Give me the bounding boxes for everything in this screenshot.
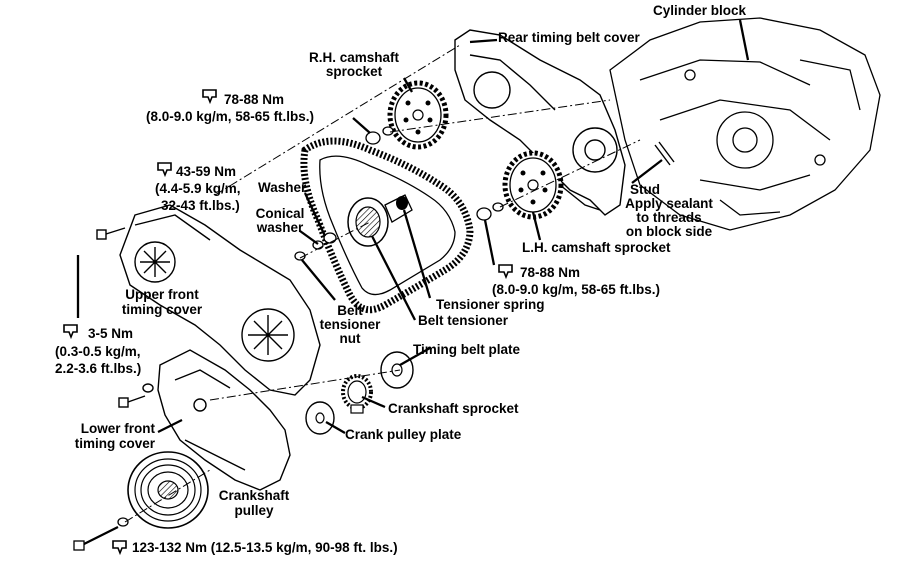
sealant-note-2: to threads <box>636 210 702 225</box>
cover-bolts <box>96 227 154 408</box>
lh-camshaft-sprocket-label: L.H. camshaft sprocket <box>522 240 671 255</box>
washer-label: Washer <box>258 180 307 195</box>
torque-cover-bolt-spec-1: (0.3-0.5 kg/m, <box>55 344 141 359</box>
torque-rh-cam-spec: (8.0-9.0 kg/m, 58-65 ft.lbs.) <box>146 109 315 124</box>
belt-tensioner-nut-label-1: Belt <box>337 303 363 318</box>
crank-pulley-plate <box>305 401 335 435</box>
crankshaft-pulley <box>73 451 209 551</box>
upper-front-cover-label-1: Upper front <box>125 287 199 302</box>
belt-tensioner-label: Belt tensioner <box>418 313 509 328</box>
torque-lh-cam-label: 78-88 Nm <box>520 265 581 280</box>
crankshaft-sprocket-label: Crankshaft sprocket <box>388 401 519 416</box>
lower-front-cover-label-2: timing cover <box>74 436 155 451</box>
upper-front-timing-cover <box>119 204 321 396</box>
conical-washer-label-1: Conical <box>255 206 305 221</box>
alignment-lines <box>124 44 641 523</box>
lower-front-timing-cover <box>157 349 291 491</box>
timing-belt-plate-label: Timing belt plate <box>413 342 521 357</box>
belt-tensioner-nut-label-2: tensioner <box>319 317 381 332</box>
sealant-note-3: on block side <box>625 224 713 239</box>
crankshaft-pulley-label-1: Crankshaft <box>218 488 290 503</box>
conical-washer-label-2: washer <box>256 220 304 235</box>
leader-lines <box>76 19 750 434</box>
rh-camshaft-sprocket-label-1: R.H. camshaft <box>308 50 400 65</box>
rh-camshaft-sprocket <box>365 80 449 150</box>
torque-rh-cam-label: 78-88 Nm <box>224 92 285 107</box>
torque-lh-cam-spec: (8.0-9.0 kg/m, 58-65 ft.lbs.) <box>492 282 661 297</box>
tensioner-spring-label: Tensioner spring <box>436 297 545 312</box>
crankshaft-sprocket <box>341 374 373 414</box>
torque-cover-bolt-label: 3-5 Nm <box>88 326 134 341</box>
rear-timing-belt-cover <box>454 29 626 216</box>
torque-tensioner-spec-1: (4.4-5.9 kg/m, <box>155 181 241 196</box>
belt-tensioner <box>294 194 413 261</box>
lh-camshaft-sprocket <box>476 150 564 221</box>
belt-tensioner-nut-label-3: nut <box>339 331 361 346</box>
torque-cover-bolt-spec-2: 2.2-3.6 ft.lbs.) <box>55 361 142 376</box>
sealant-note-1: Apply sealant <box>625 196 713 211</box>
crank-pulley-plate-label: Crank pulley plate <box>345 427 462 442</box>
torque-tensioner-label: 43-59 Nm <box>176 164 237 179</box>
upper-front-cover-label-2: timing cover <box>121 302 203 317</box>
crankshaft-pulley-label-2: pulley <box>234 503 274 518</box>
stud-label: Stud <box>630 182 660 197</box>
cylinder-block <box>609 17 881 231</box>
cylinder-block-label: Cylinder block <box>653 3 747 18</box>
stud <box>654 141 675 166</box>
lower-front-cover-label-1: Lower front <box>80 421 155 436</box>
rh-camshaft-sprocket-label-2: sprocket <box>325 64 383 79</box>
rear-cover-label: Rear timing belt cover <box>498 30 640 45</box>
torque-wrench-icon <box>63 89 513 556</box>
torque-tensioner-spec-2: 32-43 ft.lbs.) <box>161 198 240 213</box>
torque-crank-pulley-label: 123-132 Nm (12.5-13.5 kg/m, 90-98 ft. lb… <box>132 540 398 555</box>
